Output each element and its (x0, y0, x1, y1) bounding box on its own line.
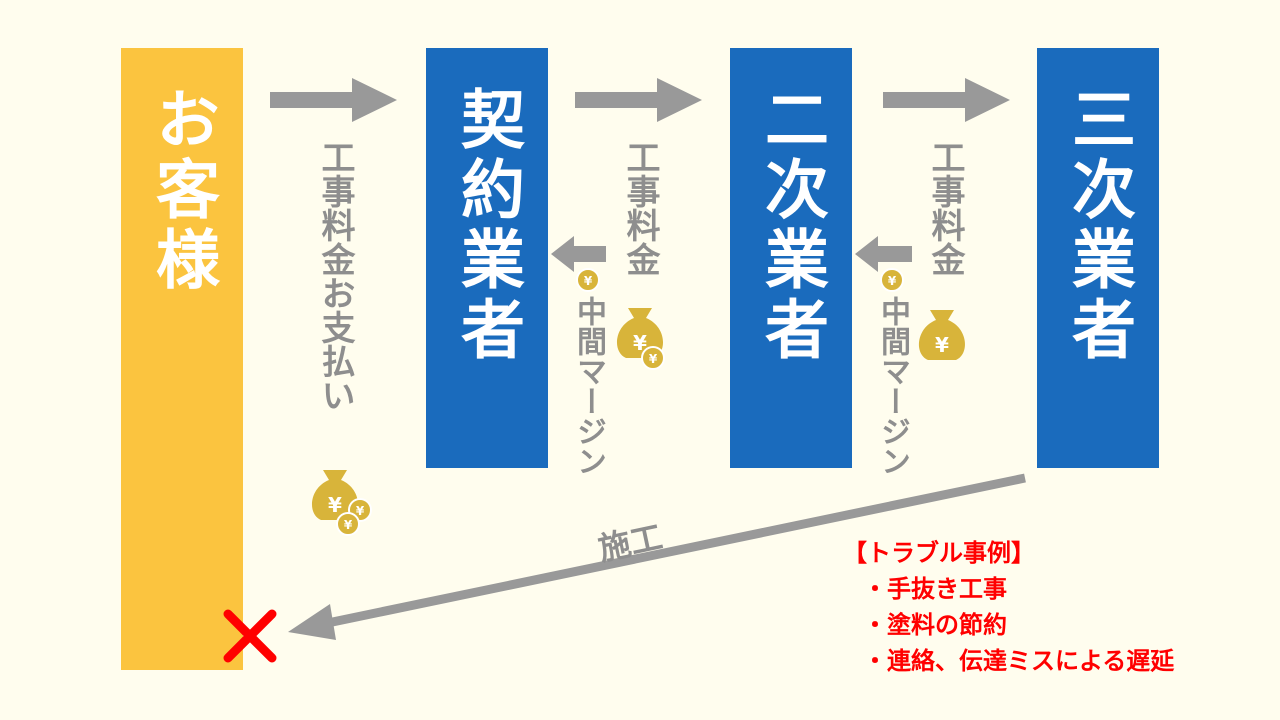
customer-box: お客様 (121, 48, 243, 670)
fee-label: 工事料金 (925, 140, 965, 276)
second-contractor-box: 二次業者 (730, 48, 852, 468)
trouble-item: ・手抜き工事 (863, 575, 1007, 603)
right-arrow-icon (270, 78, 1010, 122)
trouble-item: ・連絡、伝達ミスによる遅延 (863, 647, 1175, 675)
margin-label: 中間マージン (571, 296, 606, 476)
money-bag-icon (311, 470, 372, 536)
cross-icon (223, 609, 277, 663)
trouble-examples: 【トラブル事例】 ・手抜き工事 ・塗料の節約 ・連絡、伝達ミスによる遅延 (843, 535, 1174, 679)
third-contractor-box: 三次業者 (1037, 48, 1159, 468)
payment-label: 工事料金お支払い (315, 140, 355, 412)
left-arrow-icon (551, 236, 912, 272)
fee-label: 工事料金 (620, 140, 660, 276)
construction-arrow-icon (288, 473, 1026, 640)
money-bag-icon (616, 308, 665, 370)
margin-label: 中間マージン (875, 296, 910, 476)
trouble-title: 【トラブル事例】 (843, 539, 1035, 567)
money-bag-icon (918, 310, 966, 360)
contractor-box: 契約業者 (426, 48, 548, 468)
trouble-item: ・塗料の節約 (863, 611, 1007, 639)
